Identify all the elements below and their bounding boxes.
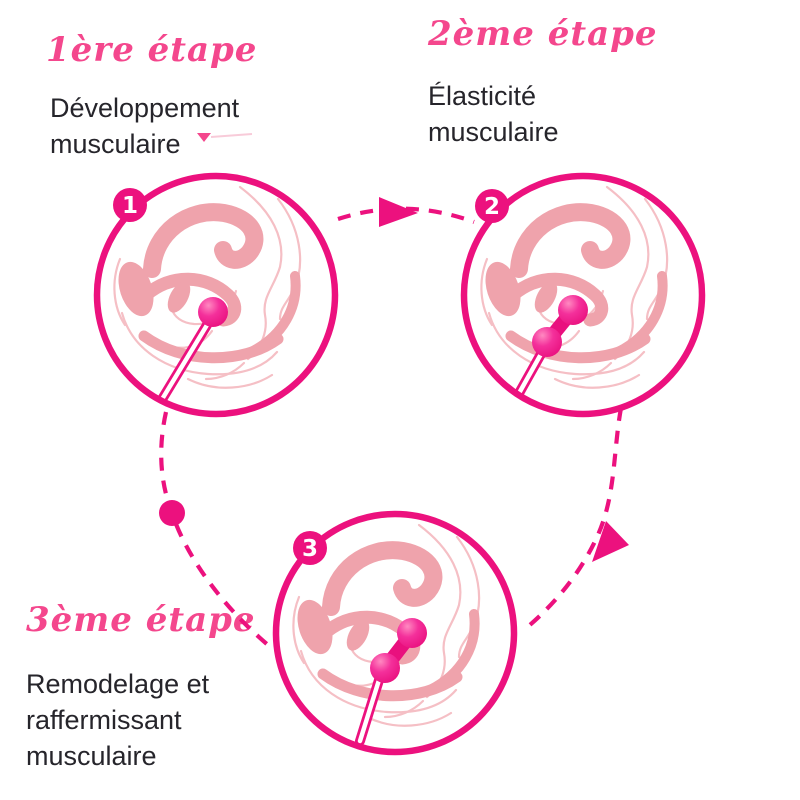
step-circle-2: 2: [460, 172, 706, 418]
flow-dot-icon: [159, 500, 185, 526]
step-2-description: Élasticité musculaire: [428, 81, 559, 147]
flow-connectors: [159, 133, 629, 647]
step-2-badge: [475, 189, 509, 223]
step-3-description: Remodelage et raffermissant musculaire: [26, 669, 210, 771]
circle-ring-3: [272, 510, 518, 756]
step-2-title: 2ème étape: [428, 14, 658, 54]
flow-dash-2-to-3: [522, 407, 624, 632]
arrowhead-2-to-3-icon: [592, 521, 629, 562]
arrowhead-1-to-2-icon: [379, 197, 418, 227]
step-3-badge: [293, 531, 327, 565]
step-1-badge-number: 1: [122, 193, 138, 219]
step-1-badge: [113, 188, 147, 222]
step-2-badge-number: 2: [484, 194, 500, 220]
step-3-badge-number: 3: [302, 536, 318, 562]
kegel-ball-single-icon: [156, 297, 228, 406]
step-1-title: 1ère étape: [46, 30, 258, 70]
small-arrow-marker-icon: [197, 133, 253, 142]
circle-ring-1: [93, 172, 339, 418]
kegel-balls-double-icon: [508, 295, 588, 409]
circle-ring-2: [460, 172, 706, 418]
step-3-title: 3ème étape: [26, 600, 256, 640]
flow-dash-3-to-1: [159, 411, 270, 647]
step-circle-3: 3: [272, 510, 518, 756]
kegel-balls-double-icon: [355, 618, 427, 746]
step-1-description: Développement musculaire: [50, 93, 240, 159]
step-circle-1: 1: [93, 172, 339, 418]
